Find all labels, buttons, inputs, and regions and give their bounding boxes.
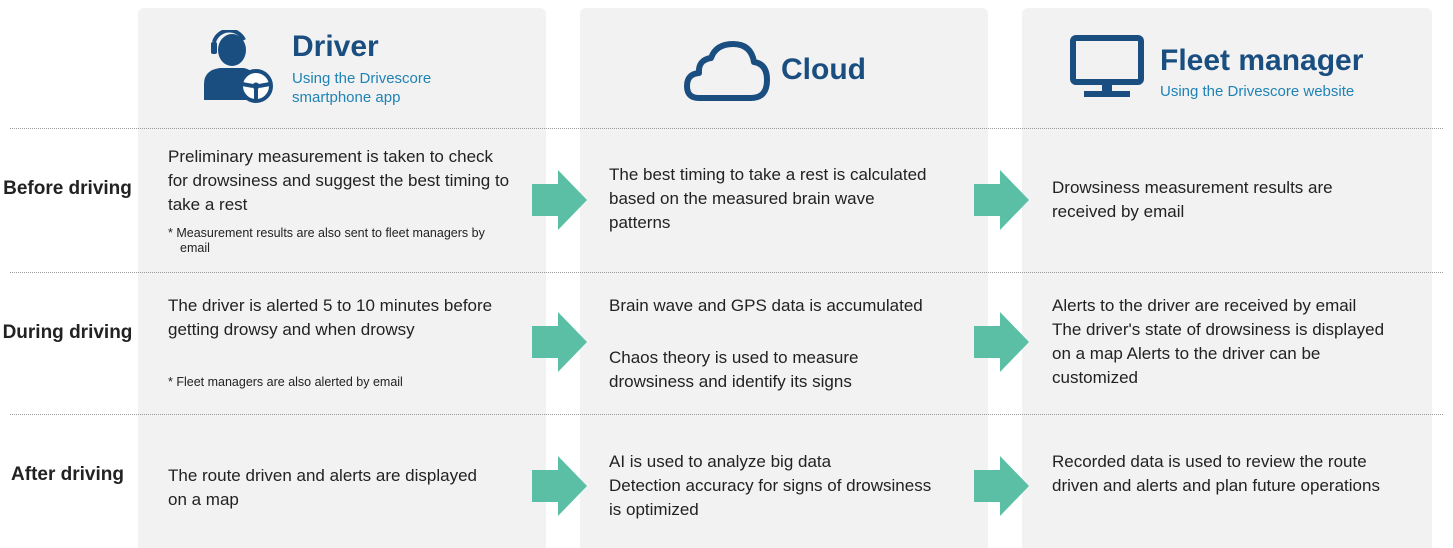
row-divider	[10, 128, 1443, 129]
arrow-right-icon	[974, 170, 1029, 230]
before-driving-fleet-text: Drowsiness measurement results are recei…	[1052, 178, 1333, 221]
before-driving-driver-note: * Measurement results are also sent to f…	[168, 226, 485, 255]
during-driving-driver-note: * Fleet managers are also alerted by ema…	[168, 375, 403, 389]
during-driving-cloud-line1: Brain wave and GPS data is accumulated	[609, 296, 923, 315]
arrow-right-icon	[532, 312, 587, 372]
arrow-right-icon	[532, 170, 587, 230]
row-label-after-driving: After driving	[11, 464, 124, 485]
after-driving-cloud-line2: Detection accuracy for signs of drowsine…	[609, 476, 932, 519]
row-label-before-driving: Before driving	[3, 178, 132, 199]
during-driving-fleet-line1: Alerts to the driver are received by ema…	[1052, 296, 1357, 315]
arrow-right-icon	[974, 312, 1029, 372]
driver-subtitle: Using the Drivescore smartphone app	[292, 70, 432, 106]
cloud-title: Cloud	[781, 53, 866, 86]
during-driving-driver-text: The driver is alerted 5 to 10 minutes be…	[168, 296, 493, 339]
before-driving-cloud-text: The best timing to take a rest is calcul…	[609, 165, 927, 232]
before-driving-driver-text: Preliminary measurement is taken to chec…	[168, 147, 510, 214]
fleet-manager-column	[1022, 8, 1432, 548]
during-driving-fleet-line2: The driver's state of drowsiness is disp…	[1052, 320, 1385, 387]
cloud-icon	[683, 38, 771, 104]
fleet-manager-title: Fleet manager	[1160, 44, 1364, 77]
arrow-right-icon	[974, 456, 1029, 516]
driver-title: Driver	[292, 30, 379, 63]
after-driving-driver-text: The route driven and alerts are displaye…	[168, 466, 478, 509]
cloud-column	[580, 8, 988, 548]
row-divider	[10, 272, 1443, 273]
monitor-icon	[1070, 35, 1144, 99]
arrow-right-icon	[532, 456, 587, 516]
after-driving-fleet-text: Recorded data is used to review the rout…	[1052, 452, 1380, 495]
after-driving-cloud-line1: AI is used to analyze big data	[609, 452, 832, 471]
driver-steering-icon	[200, 28, 274, 104]
row-label-during-driving: During driving	[2, 322, 133, 343]
during-driving-cloud-line2: Chaos theory is used to measure drowsine…	[609, 348, 859, 391]
fleet-manager-subtitle: Using the Drivescore website	[1160, 83, 1355, 100]
row-divider	[10, 414, 1443, 415]
